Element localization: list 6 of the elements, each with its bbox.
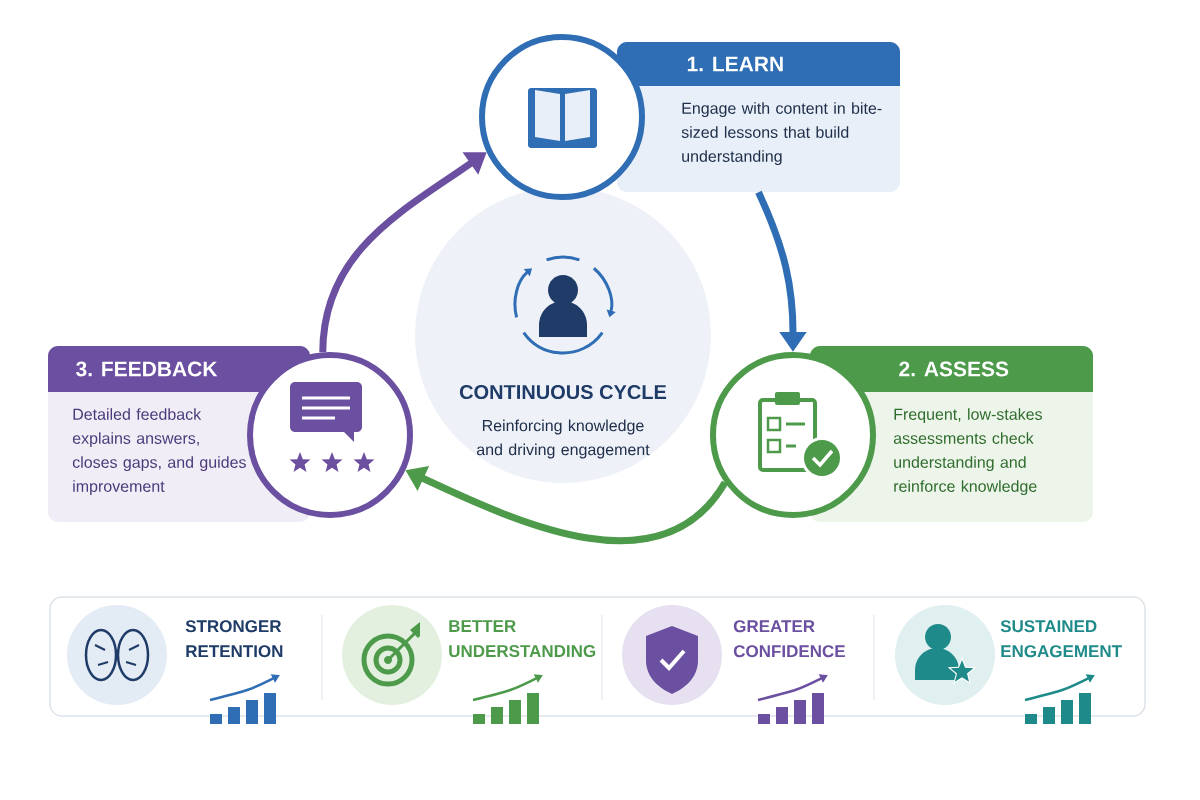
benefit-title: STRONGER RETENTION <box>185 620 283 658</box>
benefit-title: SUSTAINED ENGAGEMENT <box>1000 620 1122 658</box>
benefit-title: BETTER UNDERSTANDING <box>449 620 596 658</box>
benefit-title: GREATER CONFIDENCE <box>733 620 845 658</box>
step-card: 1. LEARN Engage with content in bite-sized lessons that build understanding <box>617 42 900 192</box>
step-circle <box>710 352 876 518</box>
